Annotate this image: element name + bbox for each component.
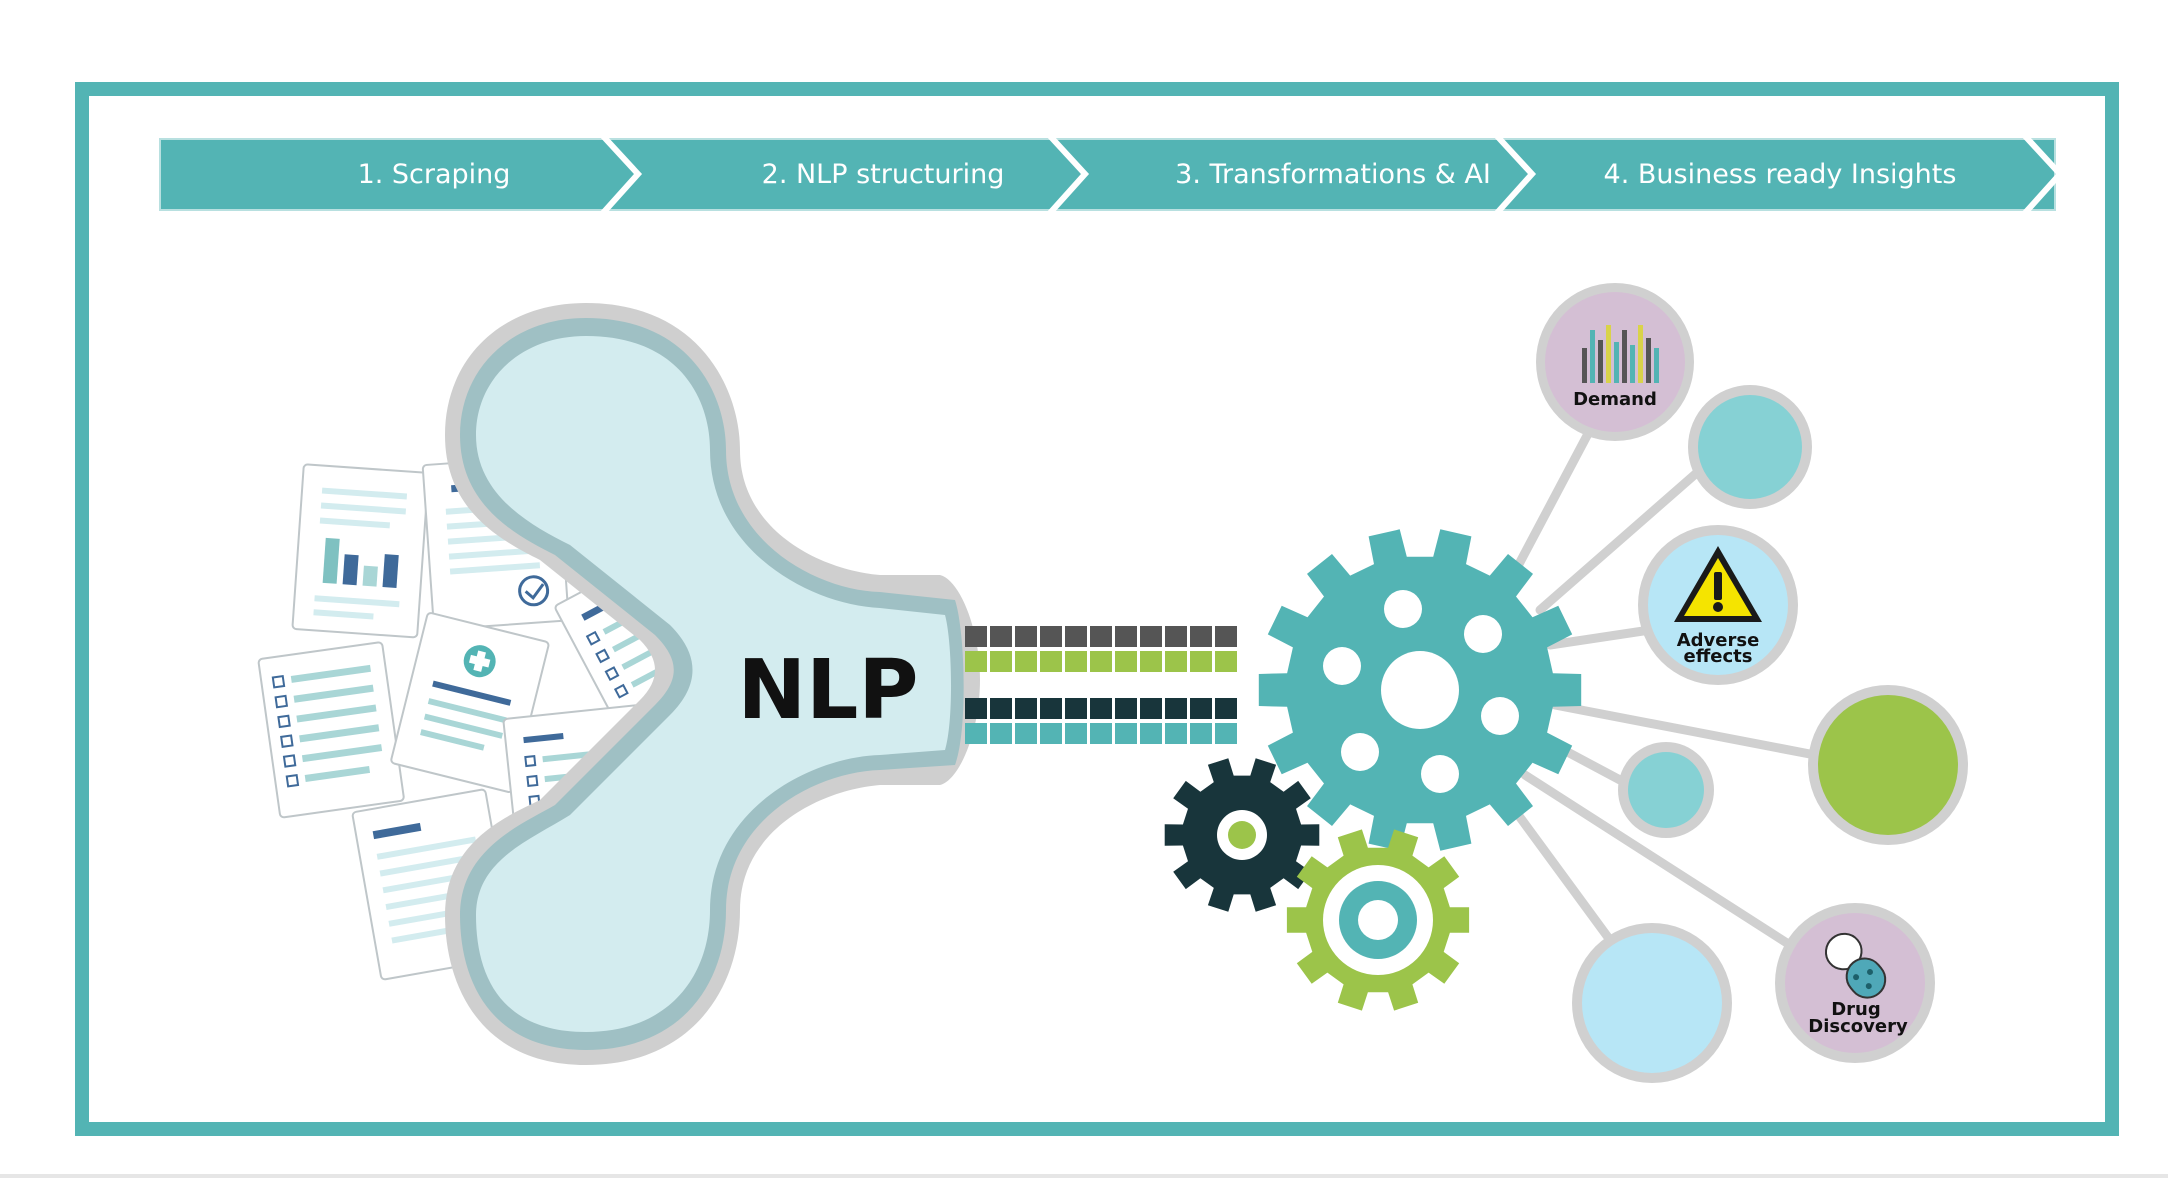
data-block xyxy=(1140,626,1162,647)
data-block xyxy=(1165,723,1187,744)
demand-label: Demand xyxy=(1573,389,1657,410)
nlp-hub-inner xyxy=(476,336,952,1032)
pipeline-banner: 1. Scraping 2. NLP structuring 3. Transf… xyxy=(159,133,2095,216)
bar-chart-icon xyxy=(1582,325,1659,383)
nlp-hub-label: NLP xyxy=(738,643,919,738)
data-block xyxy=(990,651,1012,672)
data-block xyxy=(1215,651,1237,672)
nlp-hub: NLP xyxy=(445,303,980,1065)
data-block xyxy=(990,723,1012,744)
demand-icon-bar xyxy=(1654,348,1659,383)
drug-label-line1: Drug xyxy=(1831,999,1881,1020)
insight-nodes: Demand Adverse effects xyxy=(1536,283,1968,1083)
drug-label-line2: Discovery xyxy=(1808,1016,1908,1037)
adverse-label-line2: effects xyxy=(1684,646,1753,667)
data-block xyxy=(965,626,987,647)
data-block xyxy=(1215,626,1237,647)
data-block xyxy=(1040,698,1062,719)
data-block xyxy=(1165,651,1187,672)
demand-icon-bar xyxy=(1606,325,1611,383)
data-block xyxy=(1165,626,1187,647)
demand-icon-bar xyxy=(1638,325,1643,383)
step-4-label: 4. Business ready Insights xyxy=(1604,159,1957,190)
data-block xyxy=(1065,723,1087,744)
data-block xyxy=(1140,651,1162,672)
light-blue-node xyxy=(1572,923,1732,1083)
data-block xyxy=(1065,626,1087,647)
demand-node: Demand xyxy=(1536,283,1694,441)
step-2-label: 2. NLP structuring xyxy=(762,159,1005,190)
data-block xyxy=(1040,626,1062,647)
data-block xyxy=(1115,651,1137,672)
data-block xyxy=(1190,626,1212,647)
data-block xyxy=(1190,723,1212,744)
data-block xyxy=(990,626,1012,647)
drug-discovery-node: Drug Discovery xyxy=(1775,903,1935,1063)
data-block xyxy=(1015,651,1037,672)
document-checklist xyxy=(257,641,405,819)
demand-icon-bar xyxy=(1582,348,1587,383)
adverse-label-line1: Adverse xyxy=(1677,630,1760,651)
adverse-effects-node: Adverse effects xyxy=(1638,525,1798,685)
document-chart xyxy=(291,463,430,639)
bottom-rule xyxy=(0,1174,2168,1178)
step-3-label: 3. Transformations & AI xyxy=(1175,159,1491,190)
data-block xyxy=(1140,723,1162,744)
demand-icon-bar xyxy=(1646,338,1651,383)
data-block xyxy=(965,651,987,672)
data-block xyxy=(1115,626,1137,647)
data-block xyxy=(965,723,987,744)
gear-icons xyxy=(1164,529,1582,1011)
data-block xyxy=(1165,698,1187,719)
data-block xyxy=(1115,698,1137,719)
data-block xyxy=(990,698,1012,719)
warning-icon xyxy=(1674,546,1762,622)
data-block xyxy=(1090,698,1112,719)
green-node xyxy=(1808,685,1968,845)
data-block xyxy=(1040,723,1062,744)
demand-icon-bar xyxy=(1622,330,1627,383)
data-block xyxy=(1190,698,1212,719)
data-block xyxy=(1215,698,1237,719)
data-block xyxy=(1090,626,1112,647)
data-blocks xyxy=(965,626,1237,744)
data-block xyxy=(1015,698,1037,719)
data-block xyxy=(1065,698,1087,719)
outer-frame xyxy=(75,82,2119,1136)
data-block xyxy=(1065,651,1087,672)
data-block xyxy=(1090,651,1112,672)
demand-icon-bar xyxy=(1598,340,1603,383)
data-block xyxy=(1040,651,1062,672)
demand-icon-bar xyxy=(1614,342,1619,383)
pill-capsule-icon xyxy=(1824,932,1887,999)
data-block xyxy=(1015,723,1037,744)
demand-icon-bar xyxy=(1630,345,1635,383)
data-block xyxy=(1090,723,1112,744)
data-block xyxy=(1190,651,1212,672)
data-block xyxy=(965,698,987,719)
data-block xyxy=(1140,698,1162,719)
data-block xyxy=(1215,723,1237,744)
teal-node xyxy=(1688,385,1812,509)
data-block xyxy=(1115,723,1137,744)
small-teal-node xyxy=(1618,742,1714,838)
data-block xyxy=(1015,626,1037,647)
step-1-label: 1. Scraping xyxy=(358,159,511,190)
connector-lines xyxy=(1495,425,1820,950)
demand-icon-bar xyxy=(1590,330,1595,383)
